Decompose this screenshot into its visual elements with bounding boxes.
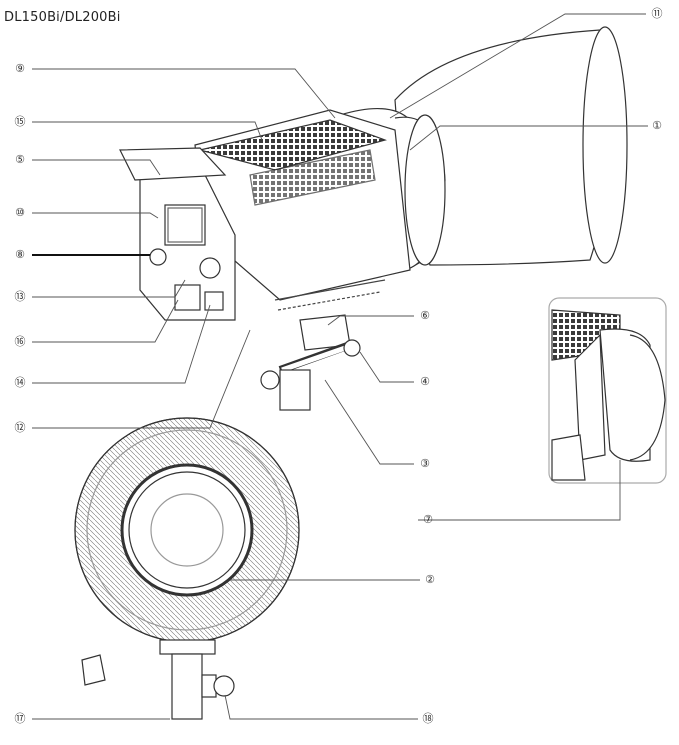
- callout-4: ④: [420, 376, 430, 388]
- lcd-screen: [164, 204, 206, 246]
- callout-13: ⑬: [15, 290, 26, 303]
- callout-6: ⑥: [420, 310, 430, 322]
- inset-detail: [548, 297, 667, 484]
- callout-3: ③: [420, 458, 430, 470]
- callout-11: ⑪: [652, 7, 663, 20]
- callout-8: ⑧: [15, 249, 25, 261]
- callout-17: ⑰: [15, 712, 26, 725]
- leader-lines: [32, 13, 648, 720]
- callout-5: ⑤: [15, 154, 25, 166]
- reflector: [394, 26, 628, 266]
- callout-14: ⑭: [15, 376, 26, 389]
- callout-10: ⑩: [15, 207, 25, 219]
- light-unit: [119, 26, 628, 411]
- callout-18: ⑱: [423, 712, 434, 725]
- top-handle: [119, 147, 227, 181]
- callout-7: ⑦: [423, 514, 433, 526]
- callout-16: ⑯: [15, 335, 26, 348]
- yoke-mount: [260, 314, 361, 411]
- front-view: [74, 417, 300, 720]
- callout-9: ⑨: [15, 63, 25, 75]
- housing: [194, 109, 411, 311]
- callout-1: ①: [652, 120, 662, 132]
- callout-2: ②: [425, 574, 435, 586]
- dc-port: [204, 291, 224, 311]
- callout-15: ⑮: [15, 115, 26, 128]
- knob-right: [199, 257, 221, 279]
- diagram-title: DL150Bi/DL200Bi: [4, 10, 121, 25]
- callout-12: ⑫: [15, 421, 26, 434]
- power-socket: [174, 284, 201, 311]
- knob-8: [149, 248, 167, 266]
- callout-labels: ⑪ ⑨ ⑮ ⑤ ⑩ ⑧ ⑬ ⑯ ⑭ ⑫ ① ⑥ ④ ③ ⑦ ② ⑰ ⑱: [15, 7, 663, 725]
